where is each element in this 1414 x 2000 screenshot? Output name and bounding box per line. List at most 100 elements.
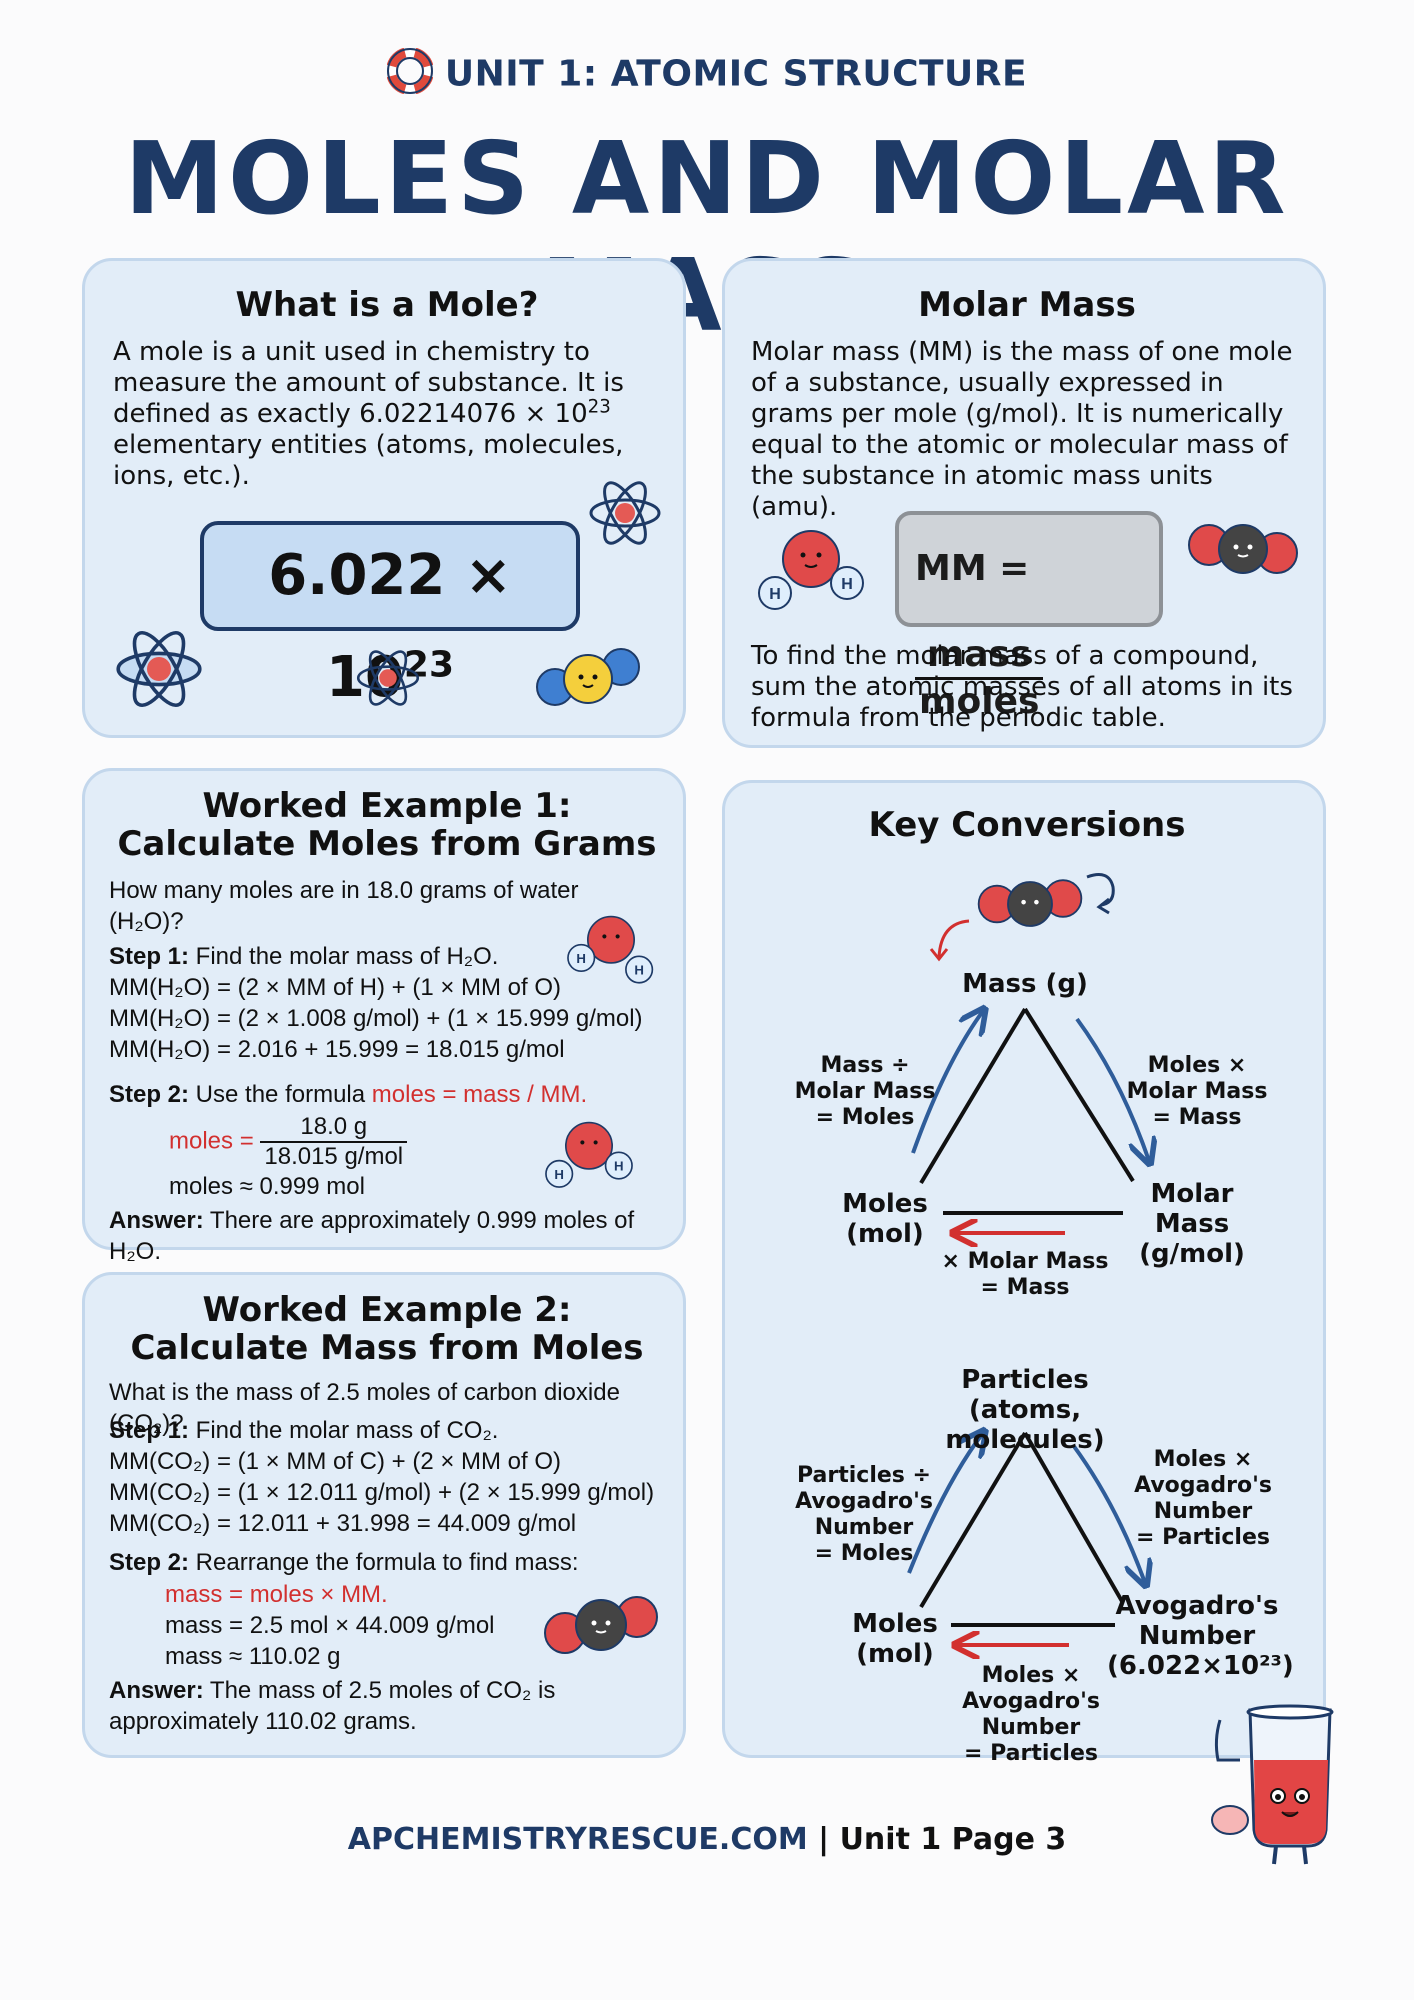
svg-text:H: H (554, 1167, 564, 1182)
moles-fraction: moles = 18.0 g 18.015 g/mol (169, 1113, 408, 1171)
water-molecule-icon: H H (758, 530, 864, 610)
molar-mass-tip: To find the molar mass of a compound, su… (751, 641, 1293, 733)
svg-text:H: H (576, 951, 586, 966)
example-1-answer: Answer: There are approximately 0.999 mo… (109, 1205, 679, 1267)
example-1-title-line1: Worked Example 1: (202, 786, 572, 826)
answer-label: Answer: (109, 1677, 204, 1704)
edge-label-particles-to-moles: Particles ÷ Avogadro's Number = Moles (789, 1463, 939, 1567)
answer-text: The mass of 2.5 moles of CO₂ is (203, 1677, 556, 1704)
beaker-mascot-icon (1211, 1704, 1334, 1865)
step1-label: Step 1: (109, 943, 190, 970)
vertex-moles-line2: (mol) (846, 1219, 924, 1249)
avogadro-number-box: 6.022 × 1023 (200, 521, 580, 710)
edge-label-moles-to-particles: Moles × Avogadro's Number = Particles (1123, 1447, 1283, 1551)
example-2-answer: Answer: The mass of 2.5 moles of CO₂ is … (109, 1675, 679, 1737)
vertex-avogadro-line2: Number (1138, 1621, 1256, 1651)
edge-label-moles-to-mass: Moles × Molar Mass = Mass (1117, 1053, 1277, 1131)
atom-icon (116, 631, 202, 707)
mole-card-title: What is a Mole? (235, 285, 539, 325)
vertex-avogadro-line3: (6.022×10²³) (1107, 1651, 1294, 1681)
result-value: 0.999 mol (259, 1173, 365, 1200)
water-molecule-icon: H H (567, 915, 654, 984)
example-2-step1: Step 1: Find the molar mass of CO₂. MM(C… (109, 1415, 679, 1539)
edge-text: = Moles (814, 1541, 914, 1566)
example-2-title-line1: Worked Example 2: (202, 1290, 572, 1330)
vertex-molar-mass: Molar Mass (g/mol) (1137, 1179, 1247, 1269)
vertex-molar-line3: (g/mol) (1139, 1239, 1245, 1269)
calc-line: mass = 2.5 mol × 44.009 g/mol (165, 1612, 495, 1639)
worked-example-2-card: Worked Example 2: Calculate Mass from Mo… (82, 1272, 686, 1758)
edge-text: Number (814, 1515, 914, 1540)
example-1-title-line2: Calculate Moles from Grams (117, 824, 657, 864)
unit-heading: UNIT 1: ATOMIC STRUCTURE (0, 47, 1414, 103)
edge-text: Molar Mass (1126, 1079, 1268, 1104)
answer-label: Answer: (109, 1207, 204, 1234)
molar-mass-card: Molar Mass Molar mass (MM) is the mass o… (722, 258, 1326, 748)
water-molecule-icon: H H (545, 1121, 633, 1188)
svg-text:H: H (634, 962, 644, 977)
example-1-title: Worked Example 1: Calculate Moles from G… (85, 787, 689, 863)
site-link[interactable]: APCHEMISTRYRESCUE.COM (347, 1822, 808, 1857)
molar-mass-card-title: Molar Mass (918, 285, 1136, 325)
example-1-step1: Step 1: Find the molar mass of H₂O. MM(H… (109, 941, 669, 1065)
edge-text: = Moles (815, 1105, 915, 1130)
mole-definition: A mole is a unit used in chemistry to me… (113, 337, 633, 492)
vertex-molar-line1: Molar (1150, 1179, 1234, 1209)
vertex-moles-2: Moles (mol) (845, 1609, 945, 1669)
vertex-particles-line2: (atoms, molecules) (945, 1395, 1105, 1455)
edge-text: = Mass (980, 1275, 1070, 1300)
edge-text: Moles × (1153, 1447, 1253, 1472)
edge-label-bottom-2: Moles × Avogadro's Number = Particles (911, 1663, 1151, 1767)
co2-molecule-icon (544, 1596, 658, 1654)
example-1-question: How many moles are in 18.0 grams of wate… (109, 877, 579, 935)
vertex-mass: Mass (g) (962, 969, 1088, 999)
molar-mass-formula: MM = mass moles (895, 511, 1163, 722)
mass-moles-triangle (907, 783, 1329, 1761)
molar-mass-definition: Molar mass (MM) is the mass of one mole … (751, 337, 1293, 522)
lifebuoy-icon (385, 47, 434, 103)
mole-definition-exponent: 23 (587, 396, 611, 418)
vertex-moles: Moles (mol) (835, 1189, 935, 1249)
example-2-calculation: mass = moles × MM. mass = 2.5 mol × 44.0… (165, 1579, 565, 1672)
calc-result: mass ≈ 110.02 g (165, 1643, 341, 1670)
example-2-question: What is the mass of 2.5 moles of carbon … (109, 1379, 620, 1437)
mass-formula: mass = moles × MM. (165, 1581, 388, 1608)
edge-text: Number (1153, 1499, 1253, 1524)
footer-separator: | (807, 1822, 840, 1857)
edge-text: Avogadro's (795, 1489, 933, 1514)
edge-label-mass-to-moles: Mass ÷ Molar Mass = Moles (785, 1053, 945, 1131)
edge-text: = Particles (1136, 1525, 1270, 1550)
edge-text: Moles × (981, 1663, 1081, 1688)
calc-line: MM(H₂O) = (2 × 1.008 g/mol) + (1 × 15.99… (109, 1005, 643, 1032)
worked-example-1-card: Worked Example 1: Calculate Moles from G… (82, 768, 689, 1265)
edge-text: Mass ÷ (820, 1053, 910, 1078)
unit-label: UNIT 1: ATOMIC STRUCTURE (444, 53, 1028, 95)
atom-icon (589, 481, 661, 545)
edge-text: Avogadro's (1134, 1473, 1272, 1498)
mole-definition-part1: A mole is a unit used in chemistry to me… (113, 337, 624, 429)
step2-formula: moles = mass / MM. (371, 1081, 588, 1108)
edge-text: × Molar Mass (941, 1249, 1109, 1274)
example-1-step2: Step 2: Use the formula moles = mass / M… (109, 1079, 669, 1110)
step1-text: Find the molar mass of CO₂. (189, 1417, 499, 1444)
moles-result: moles ≈ 0.999 mol (169, 1171, 365, 1202)
result-lhs: moles ≈ (169, 1173, 260, 1200)
vertex-molar-line2: Mass (1154, 1209, 1230, 1239)
example-2-title: Worked Example 2: Calculate Mass from Mo… (85, 1291, 689, 1367)
mole-definition-part2: elementary entities (atoms, molecules, i… (113, 430, 624, 491)
step2-text: Rearrange the formula to find mass: (189, 1549, 579, 1576)
fraction-denominator: 18.015 g/mol (264, 1143, 404, 1170)
calc-line: MM(H₂O) = (2 × MM of H) + (1 × MM of O) (109, 974, 562, 1001)
avogadro-exponent: 23 (403, 644, 455, 686)
step1-text: Find the molar mass of H₂O. (189, 943, 499, 970)
atom-icon (356, 650, 420, 706)
mole-card: What is a Mole? A mole is a unit used in… (82, 258, 686, 738)
calc-line: MM(CO₂) = 12.011 + 31.998 = 44.009 g/mol (109, 1510, 577, 1537)
key-conversions-card: Key Conversions (722, 780, 1329, 1766)
vertex-particles-line1: Particles (961, 1365, 1089, 1395)
moles-lhs: moles = (169, 1127, 254, 1155)
vertex-moles-line2: (mol) (856, 1639, 934, 1669)
page-number: Unit 1 Page 3 (839, 1822, 1067, 1857)
co2-molecule-icon (977, 879, 1083, 927)
svg-text:H: H (614, 1159, 624, 1174)
